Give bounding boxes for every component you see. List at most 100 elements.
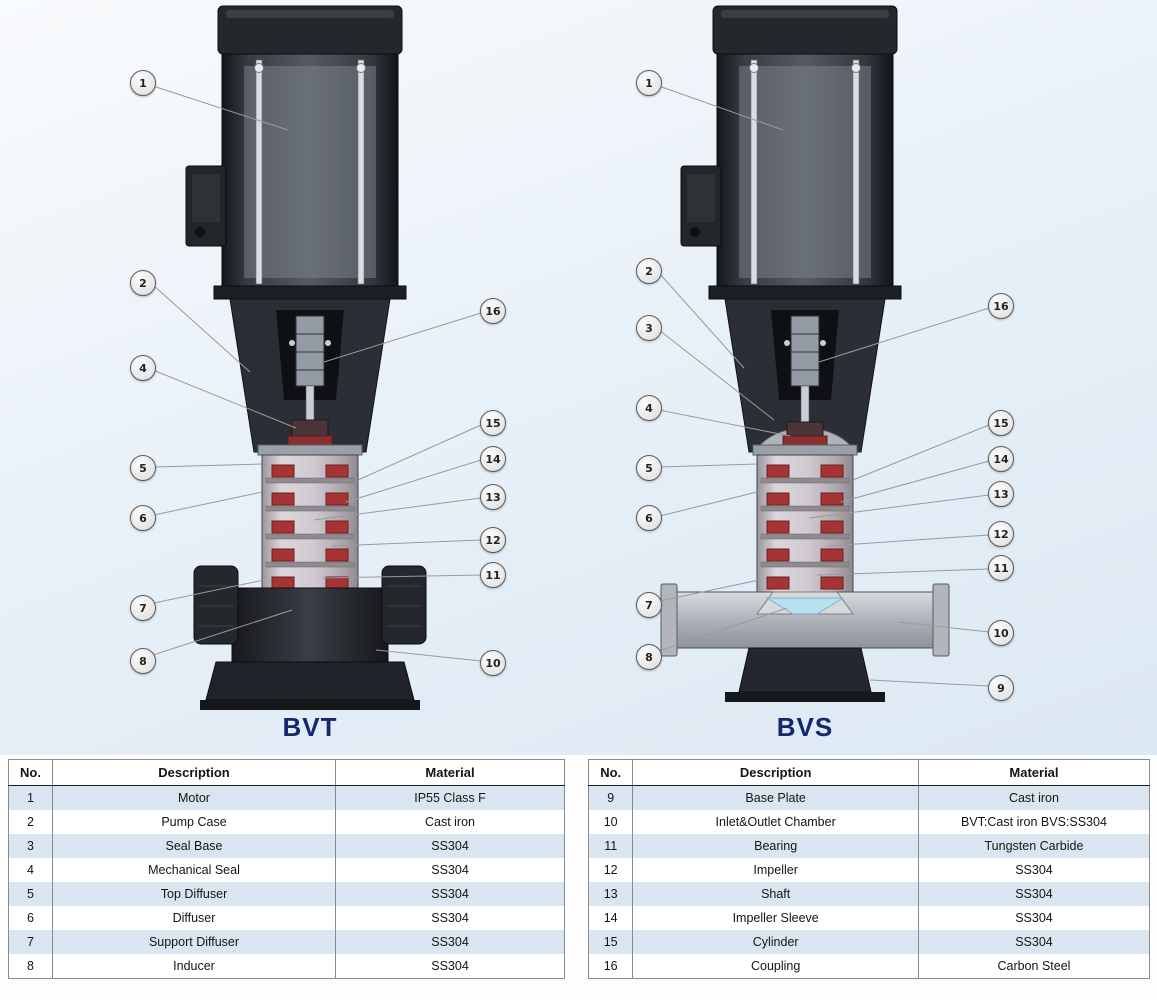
cell-no: 13 <box>603 887 618 901</box>
callout-bvs-5: 5 <box>636 455 662 481</box>
bvt-panel: 1 2 4 5 6 7 8 16 15 14 13 12 11 10 BVT <box>0 0 578 755</box>
bvt-barrel <box>257 444 363 608</box>
bvs-label: BVS <box>776 712 834 742</box>
callout-bvt-15: 15 <box>480 410 506 436</box>
cell-description: Inlet&Outlet Chamber <box>632 810 919 834</box>
table-row: 10 Inlet&Outlet Chamber BVT:Cast iron BV… <box>589 810 1150 834</box>
bvs-junction-box <box>680 165 722 247</box>
cell-material: SS304 <box>335 882 565 906</box>
cell-no: 12 <box>603 863 618 877</box>
callout-bvs-13: 13 <box>988 481 1014 507</box>
cell-material: SS304 <box>917 906 1150 930</box>
cell-material: SS304 <box>335 834 565 858</box>
bvs-pump-illustration <box>660 5 950 702</box>
bvs-base-plate <box>725 647 885 702</box>
callout-bvs-6: 6 <box>636 505 662 531</box>
callout-bvs-11: 11 <box>988 555 1014 581</box>
bvt-pump-illustration <box>185 5 427 710</box>
callout-bvt-11: 11 <box>480 562 506 588</box>
cell-description: Motor <box>52 785 336 810</box>
callout-bvs-3: 3 <box>636 315 662 341</box>
cell-description: Coupling <box>632 954 919 979</box>
callout-bvs-14: 14 <box>988 446 1014 472</box>
table-row: 1 Motor IP55 Class F <box>8 785 565 810</box>
table-row: 13 Shaft SS304 <box>588 882 1150 906</box>
bvs-barrel <box>752 444 858 604</box>
table-row: 16 Coupling Carbon Steel <box>589 954 1150 979</box>
cell-material: SS304 <box>917 882 1150 906</box>
bvs-coupling <box>784 315 826 387</box>
diagram-area: 1 2 4 5 6 7 8 16 15 14 13 12 11 10 BVT <box>0 0 1157 755</box>
cell-material: Cast iron <box>917 785 1150 810</box>
cell-no: 10 <box>603 815 618 829</box>
cell-description: Support Diffuser <box>52 930 336 954</box>
bvs-inlet-outlet-chamber <box>660 583 950 657</box>
cell-no: 2 <box>27 815 34 829</box>
table-row: 5 Top Diffuser SS304 <box>8 882 565 906</box>
bvt-junction-box <box>185 165 227 247</box>
table-row: 6 Diffuser SS304 <box>9 906 565 930</box>
table-row: 11 Bearing Tungsten Carbide <box>588 834 1150 858</box>
table-row: 8 Inducer SS304 <box>9 954 565 979</box>
tables-area: No. Description Material 1 Motor IP55 Cl… <box>0 755 1157 1000</box>
cell-description: Diffuser <box>52 906 336 930</box>
bvt-motor <box>217 5 403 289</box>
callout-bvs-9: 9 <box>988 675 1014 701</box>
table-header-row: No. Description Material <box>588 759 1150 786</box>
cell-no: 11 <box>604 839 618 853</box>
bvs-motor <box>712 5 898 289</box>
cell-material: SS304 <box>335 930 565 954</box>
cell-no: 4 <box>27 863 34 877</box>
callout-bvs-12: 12 <box>988 521 1014 547</box>
cell-description: Impeller <box>632 858 919 882</box>
col-header-no: No. <box>8 759 53 786</box>
callout-bvs-8: 8 <box>636 644 662 670</box>
table-row: 9 Base Plate Cast iron <box>588 785 1150 810</box>
cell-description: Cylinder <box>632 930 919 954</box>
bvt-label: BVT <box>282 712 338 742</box>
callout-bvs-1: 1 <box>636 70 662 96</box>
cell-description: Mechanical Seal <box>52 858 336 882</box>
callout-bvs-4: 4 <box>636 395 662 421</box>
cell-material: SS304 <box>335 858 565 882</box>
cell-description: Inducer <box>52 954 336 979</box>
col-header-material: Material <box>335 759 565 786</box>
bvt-mechanical-seal <box>287 419 333 446</box>
table-row: 2 Pump Case Cast iron <box>9 810 565 834</box>
cell-no: 3 <box>27 839 34 853</box>
callout-bvt-16: 16 <box>480 298 506 324</box>
callout-bvs-16: 16 <box>988 293 1014 319</box>
cell-material: IP55 Class F <box>335 785 565 810</box>
cell-no: 8 <box>27 959 34 973</box>
table-row: 7 Support Diffuser SS304 <box>8 930 565 954</box>
bvs-panel: 1 2 3 4 5 6 7 8 16 15 14 13 12 11 10 9 B… <box>578 0 1157 755</box>
callout-bvt-10: 10 <box>480 650 506 676</box>
callout-bvt-6: 6 <box>130 505 156 531</box>
table-header-row: No. Description Material <box>8 759 565 786</box>
cell-description: Impeller Sleeve <box>632 906 919 930</box>
callout-bvs-7: 7 <box>636 592 662 618</box>
cell-description: Shaft <box>632 882 919 906</box>
table-row: 12 Impeller SS304 <box>589 858 1150 882</box>
callout-bvs-15: 15 <box>988 410 1014 436</box>
col-header-no: No. <box>588 759 633 786</box>
parts-table-left: No. Description Material 1 Motor IP55 Cl… <box>8 759 565 979</box>
table-row: 15 Cylinder SS304 <box>588 930 1150 954</box>
table-row: 4 Mechanical Seal SS304 <box>9 858 565 882</box>
cell-material: Tungsten Carbide <box>917 834 1150 858</box>
cell-material: SS304 <box>917 858 1150 882</box>
cell-no: 6 <box>27 911 34 925</box>
col-header-description: Description <box>52 759 336 786</box>
cell-description: Pump Case <box>52 810 336 834</box>
cell-no: 1 <box>27 791 34 805</box>
callout-bvt-13: 13 <box>480 484 506 510</box>
callout-bvs-10: 10 <box>988 620 1014 646</box>
cell-description: Base Plate <box>632 785 919 810</box>
cell-no: 7 <box>27 935 34 949</box>
cell-no: 16 <box>603 959 618 973</box>
cell-material: BVT:Cast iron BVS:SS304 <box>917 810 1150 834</box>
cell-no: 14 <box>603 911 618 925</box>
callout-bvt-4: 4 <box>130 355 156 381</box>
parts-table-right: No. Description Material 9 Base Plate Ca… <box>588 759 1150 979</box>
